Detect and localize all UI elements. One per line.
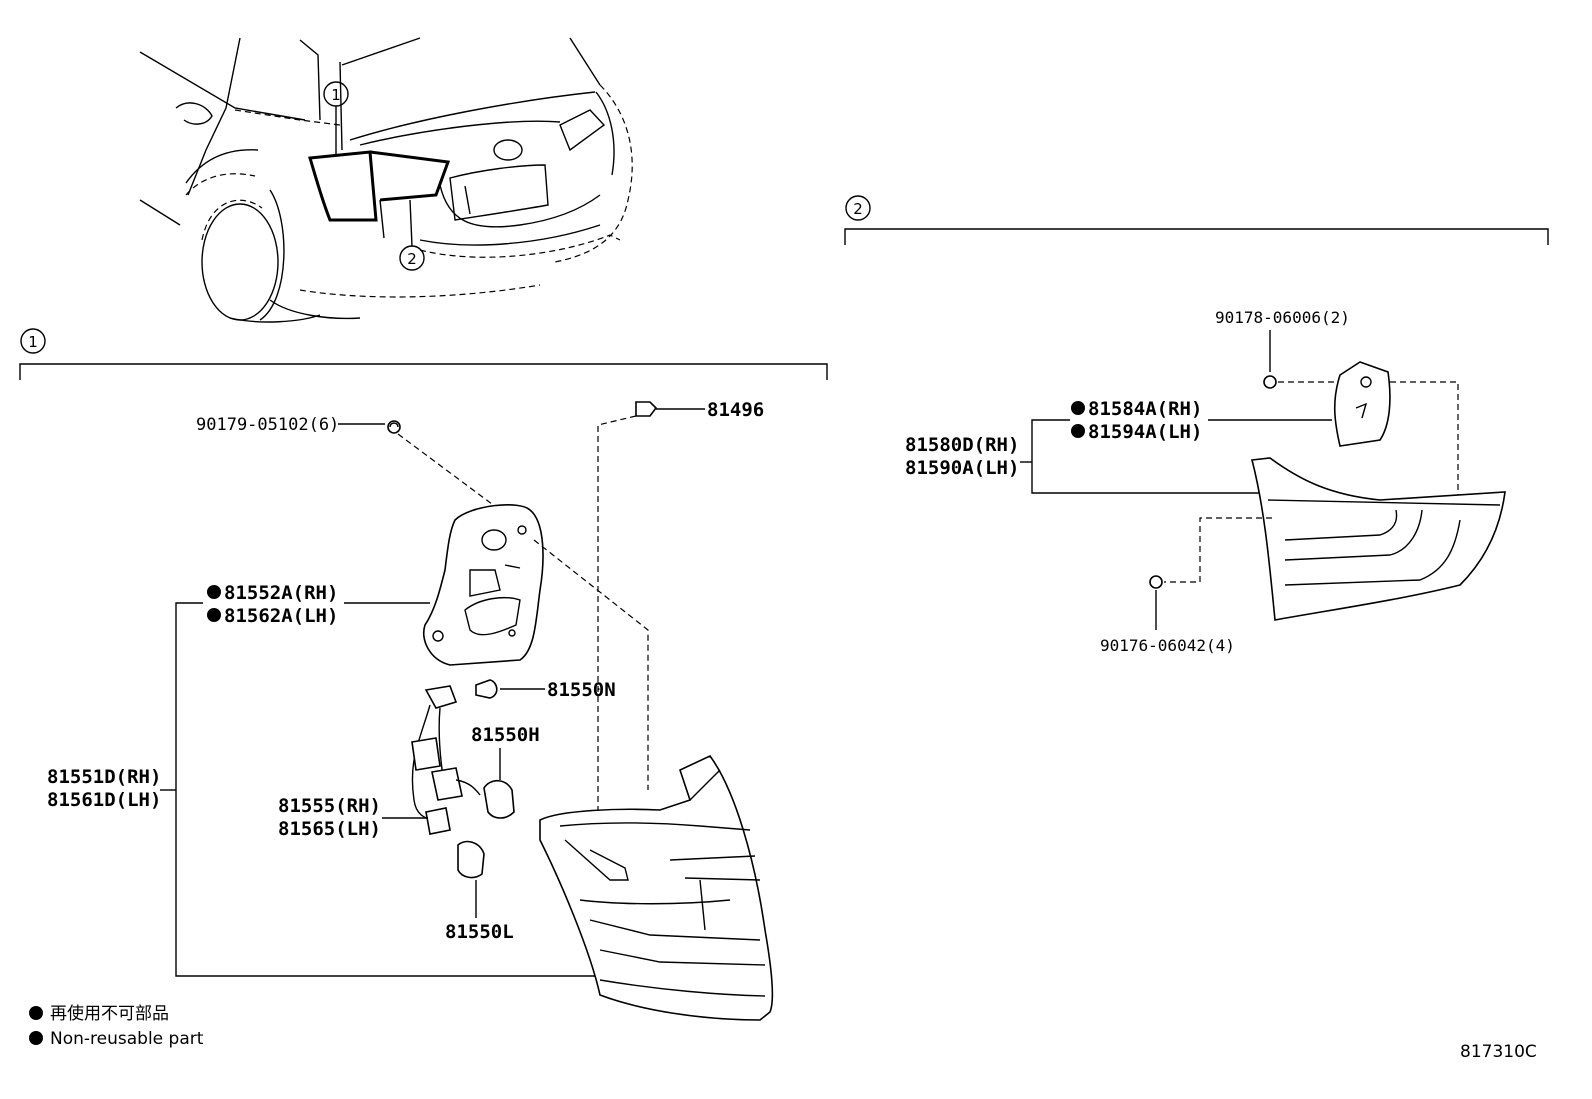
- filled-circle-icon: [1071, 401, 1085, 415]
- section-2-header: 2: [844, 195, 1549, 245]
- svg-text:1: 1: [28, 333, 38, 351]
- back-door-lamp-81580D: [1164, 457, 1506, 621]
- svg-text:90176-06042(4): 90176-06042(4): [1100, 636, 1235, 655]
- vehicle-rear-overview: [139, 37, 633, 323]
- label-81580D: 81580D(RH) 81590A(LH): [905, 419, 1262, 494]
- legend-en: Non-reusable part: [50, 1029, 204, 1049]
- svg-text:1: 1: [331, 86, 341, 104]
- section-1-header: 1: [19, 328, 828, 380]
- label-81555: 81555(RH) 81565(LH): [278, 795, 428, 840]
- label-81551D: 81551D(RH) 81561D(LH): [47, 766, 176, 811]
- label-81584A: 81584A(RH) 81594A(LH): [1071, 398, 1332, 443]
- filled-circle-icon: [29, 1031, 43, 1045]
- rear-lamp-assembly-81551D: [539, 754, 774, 1021]
- svg-text:90179-05102(6): 90179-05102(6): [196, 415, 339, 435]
- svg-text:90178-06006(2): 90178-06006(2): [1215, 308, 1350, 327]
- svg-text:81550N: 81550N: [547, 679, 616, 701]
- svg-text:2: 2: [407, 250, 417, 268]
- label-81552A: 81552A(RH) 81562A(LH): [175, 582, 595, 977]
- filled-circle-icon: [29, 1006, 43, 1020]
- legend-jp: 再使用不可部品: [50, 1003, 169, 1024]
- svg-text:81550L: 81550L: [445, 921, 514, 943]
- legend: 再使用不可部品 Non-reusable part: [29, 1003, 204, 1049]
- svg-text:81590A(LH): 81590A(LH): [905, 457, 1019, 479]
- svg-text:81565(LH): 81565(LH): [278, 818, 381, 840]
- socket-plate-81552A: [423, 504, 649, 790]
- svg-text:81551D(RH): 81551D(RH): [47, 766, 161, 788]
- svg-text:81561D(LH): 81561D(LH): [47, 789, 161, 811]
- svg-text:2: 2: [853, 200, 863, 218]
- svg-text:81580D(RH): 81580D(RH): [905, 434, 1019, 456]
- svg-text:81552A(RH): 81552A(RH): [224, 582, 338, 604]
- diagram-code: 817310C: [1460, 1042, 1537, 1062]
- screw-90178: 90178-06006(2): [1215, 308, 1350, 389]
- bracket-81584A: [1333, 361, 1459, 515]
- callout-2: 2: [399, 245, 425, 271]
- svg-text:81550H: 81550H: [471, 724, 540, 746]
- clip-81496: 81496: [597, 399, 764, 810]
- bulb-81550H: 81550H: [471, 724, 540, 819]
- screw-90176: 90176-06042(4): [1100, 575, 1235, 655]
- bulb-81550L: 81550L: [445, 840, 514, 943]
- wire-harness-81555: [411, 685, 481, 835]
- filled-circle-icon: [207, 608, 221, 622]
- callout-1: 1: [323, 81, 349, 107]
- svg-text:81584A(RH): 81584A(RH): [1088, 398, 1202, 420]
- screw-90179: 90179-05102(6): [196, 415, 501, 511]
- filled-circle-icon: [1071, 424, 1085, 438]
- svg-text:81496: 81496: [707, 399, 764, 421]
- svg-text:81594A(LH): 81594A(LH): [1088, 421, 1202, 443]
- bulb-81550N: 81550N: [475, 679, 616, 701]
- filled-circle-icon: [207, 585, 221, 599]
- svg-text:81562A(LH): 81562A(LH): [224, 605, 338, 627]
- svg-text:81555(RH): 81555(RH): [278, 795, 381, 817]
